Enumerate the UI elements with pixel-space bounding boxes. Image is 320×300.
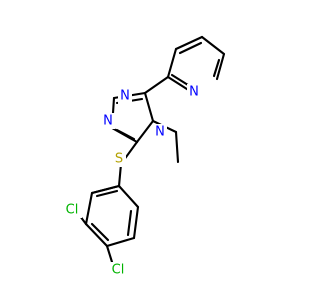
atom-label-n: N (155, 125, 165, 140)
molecule-structure-diagram: N N N N S Cl Cl (62, 35, 226, 278)
bond (105, 236, 136, 248)
bond (174, 35, 204, 51)
bond (212, 58, 221, 78)
dichlorobenzene-ring (84, 184, 140, 248)
pyridine-ring (166, 35, 226, 93)
bond (170, 73, 190, 87)
atom-label-s: S (115, 152, 123, 167)
bond (95, 189, 119, 198)
bond (135, 119, 155, 144)
bond (200, 35, 226, 56)
bond (143, 91, 155, 123)
bond (174, 130, 180, 164)
atom-labels: N N N N S Cl Cl (62, 84, 201, 278)
bond (143, 75, 170, 95)
atom-label-n: N (120, 89, 130, 104)
bond (84, 222, 109, 248)
bond (84, 191, 94, 226)
bond (117, 184, 140, 209)
bond (126, 209, 133, 237)
atom-label-n: N (189, 85, 199, 100)
atom-label-cl: Cl (112, 263, 125, 278)
bond (178, 41, 203, 55)
atom-label-n: N (103, 114, 113, 129)
bond (166, 47, 178, 79)
bond (132, 205, 140, 240)
atom-label-cl: Cl (66, 203, 79, 218)
bond (117, 162, 123, 188)
bond (105, 244, 114, 264)
bond (90, 184, 121, 195)
bond (90, 222, 110, 242)
bond (115, 128, 136, 141)
bond (215, 52, 226, 81)
bond (166, 75, 192, 93)
